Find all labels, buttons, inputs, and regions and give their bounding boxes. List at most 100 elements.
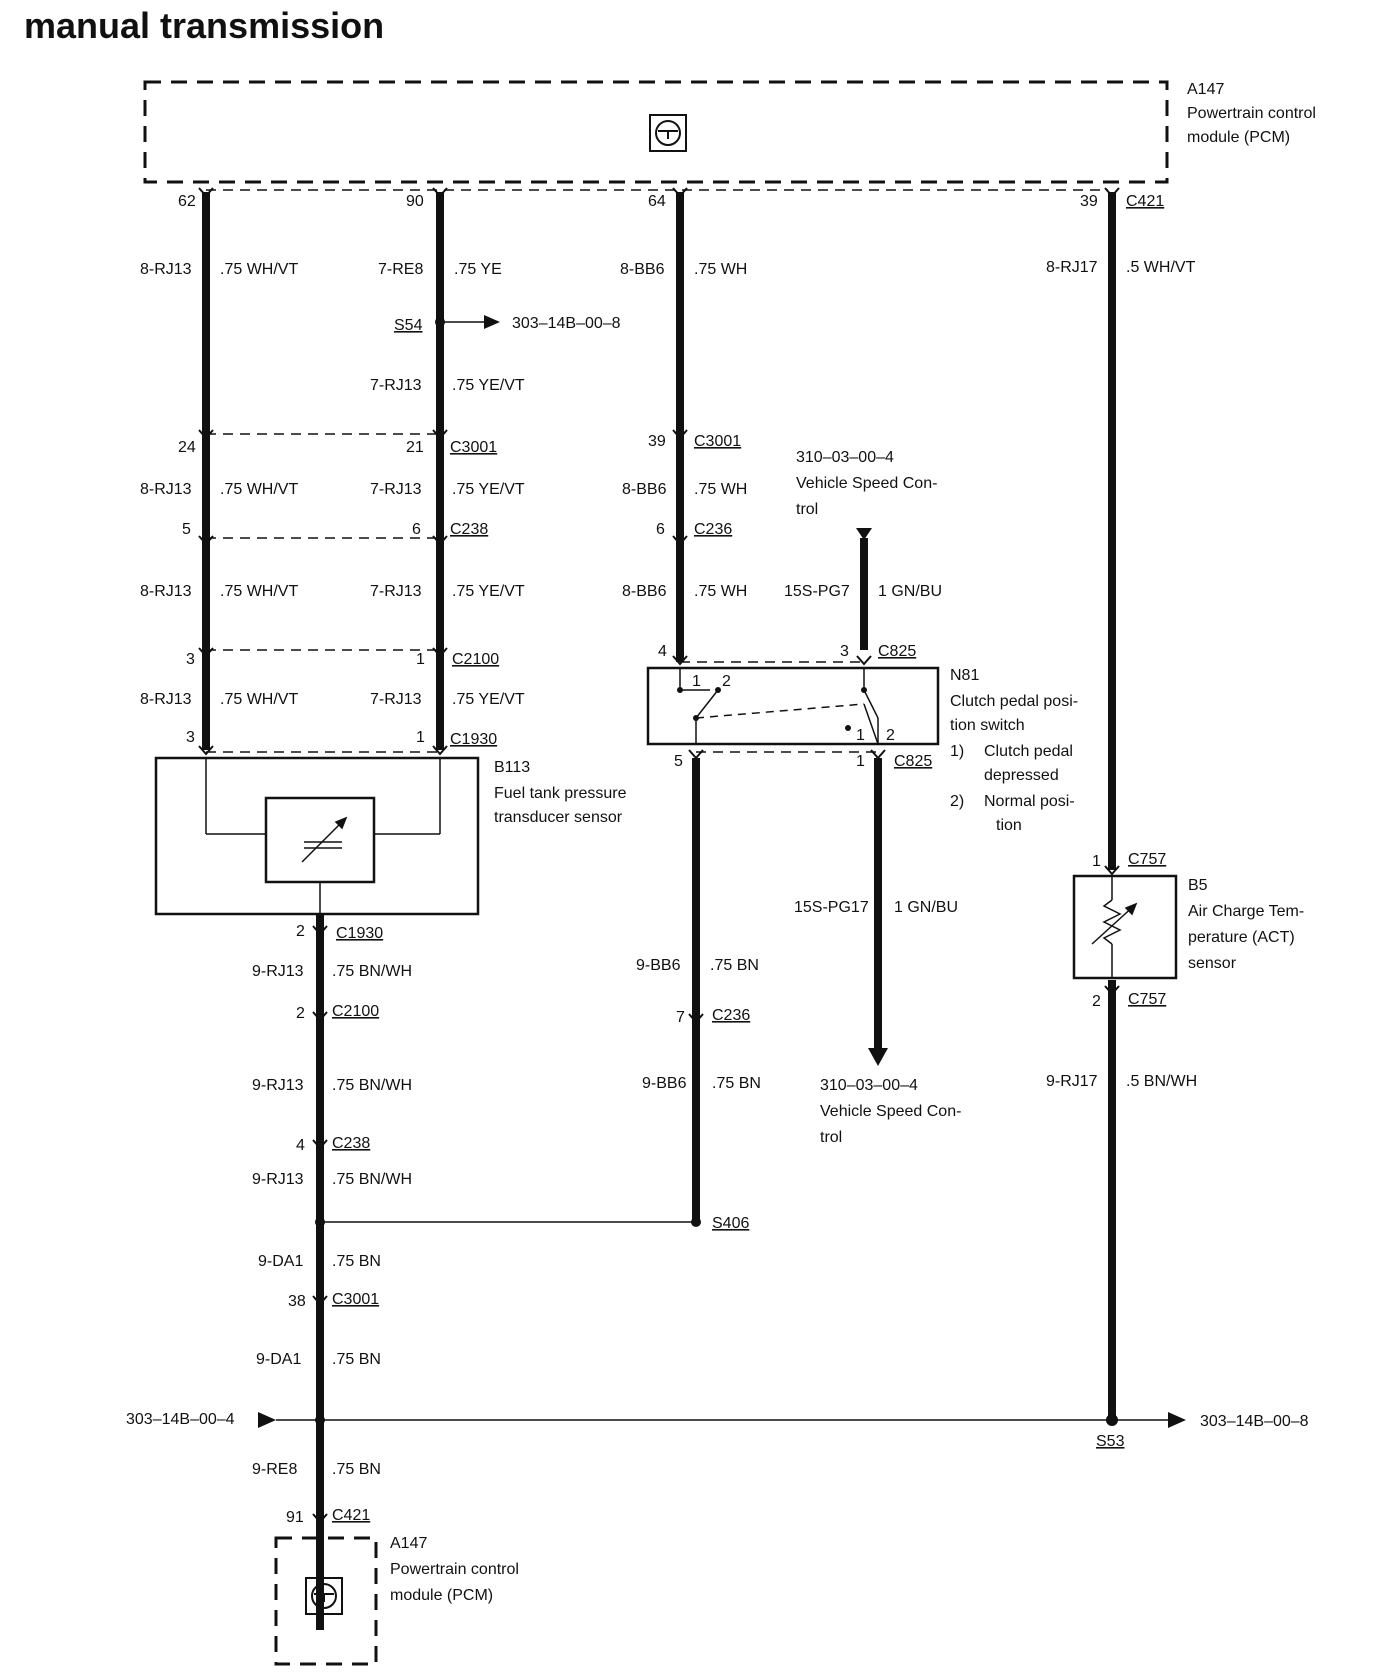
pin-7-c236: 7 (676, 1009, 685, 1026)
switch-contact-dot (861, 687, 867, 693)
pin-4-c238: 4 (296, 1137, 305, 1154)
connector-c2100-a: C2100 (452, 651, 499, 668)
wire-label: .75 WH (694, 583, 747, 600)
pin-62: 62 (178, 193, 196, 210)
pcm-top-id: A147 (1187, 81, 1224, 98)
wire-label: 8-RJ17 (1046, 259, 1098, 276)
b5-id: B5 (1188, 877, 1208, 894)
b113-name2: transducer sensor (494, 809, 623, 826)
ref-vsc-bottom-b: trol (820, 1129, 842, 1146)
wire-label: .75 BN/WH (332, 963, 412, 980)
pcm-top-name2: module (PCM) (1187, 129, 1290, 146)
wire-label: 8-RJ13 (140, 481, 192, 498)
wire-label: 9-RJ13 (252, 1077, 304, 1094)
ref-left: 303–14B–00–4 (126, 1411, 235, 1428)
wire-label: 9-RJ13 (252, 1171, 304, 1188)
pcm-bottom-name1: Powertrain control (390, 1561, 519, 1578)
b113-element (264, 796, 376, 884)
connector-c757-a: C757 (1128, 851, 1166, 868)
connector-c3001-c: C3001 (332, 1291, 379, 1308)
wire-label: 1 GN/BU (878, 583, 942, 600)
pin-91-c421: 91 (286, 1509, 304, 1526)
s54-ref-arrow-icon (484, 315, 500, 329)
ref-vsc-bottom: 310–03–00–4 (820, 1077, 918, 1094)
wire-label: 8-BB6 (622, 583, 667, 600)
switch-contact-dot (845, 725, 851, 731)
connector-c3001-a: C3001 (450, 439, 497, 456)
pin-1: 1 (416, 651, 425, 668)
pin-6: 6 (412, 521, 421, 538)
wire-label: 9-BB6 (636, 957, 681, 974)
pin-39-top: 39 (1080, 193, 1098, 210)
pin-3-c825: 3 (840, 643, 849, 660)
pin-2-c1930: 2 (296, 923, 305, 940)
connector-c825-a: C825 (878, 643, 916, 660)
wire-label: 9-DA1 (258, 1253, 303, 1270)
vsc-bottom-arrow-icon (868, 1048, 888, 1066)
n81-note1b: depressed (984, 767, 1059, 784)
pin-5-c825: 5 (674, 753, 683, 770)
connector-c1930-b: C1930 (336, 925, 383, 942)
pcm-bottom-symbol-icon (305, 1577, 343, 1615)
wire-label: .75 WH/VT (220, 481, 298, 498)
wire-label: 7-RJ13 (370, 691, 422, 708)
pcm-bottom-name2: module (PCM) (390, 1587, 493, 1604)
wire-label: .5 WH/VT (1126, 259, 1196, 276)
b113-id: B113 (494, 759, 530, 776)
switch-pos-1: 1 (692, 673, 701, 690)
ref-s54: 303–14B–00–8 (512, 315, 621, 332)
wire-label: .75 BN (332, 1351, 381, 1368)
connector-c236-b: C236 (712, 1007, 750, 1024)
n81-note2-num: 2) (950, 793, 964, 810)
connector-c757-b: C757 (1128, 991, 1166, 1008)
b5-name1: Air Charge Tem- (1188, 903, 1304, 920)
wire-label: 9-RJ13 (252, 963, 304, 980)
n81-name1: Clutch pedal posi- (950, 693, 1078, 710)
vsc-top-arrow-icon (856, 528, 872, 540)
pin-3-c1930: 3 (186, 729, 195, 746)
pcm-top-symbol-icon (649, 114, 687, 152)
switch-contact-dot (677, 687, 683, 693)
wire-label: 8-RJ13 (140, 691, 192, 708)
connector-c238-a: C238 (450, 521, 488, 538)
splice-s53-dot (1106, 1414, 1118, 1426)
wire-label: 9-DA1 (256, 1351, 301, 1368)
pin-2-c2100: 2 (296, 1005, 305, 1022)
ref-vsc-top-b: trol (796, 501, 818, 518)
splice-s54-dot (435, 317, 445, 327)
n81-note2b: tion (996, 817, 1022, 834)
pin-64: 64 (648, 193, 666, 210)
b113-name1: Fuel tank pressure (494, 785, 627, 802)
pin-1-c757: 1 (1092, 853, 1101, 870)
wire-label: .75 YE (454, 261, 502, 278)
pin-1-c825: 1 (856, 753, 865, 770)
pin-90: 90 (406, 193, 424, 210)
ref-vsc-top-a: Vehicle Speed Con- (796, 475, 937, 492)
wire-label: 8-RJ13 (140, 583, 192, 600)
switch-pos-2b: 2 (886, 727, 895, 744)
variable-resistor-icon (301, 816, 348, 863)
pcm-top-box (143, 80, 1169, 184)
pin-2-c757: 2 (1092, 993, 1101, 1010)
wire-label: 7-RJ13 (370, 481, 422, 498)
wire-label: .75 WH (694, 481, 747, 498)
clutch-switch-icon (679, 668, 879, 745)
splice-s54: S54 (394, 317, 423, 334)
wire-label: .75 WH/VT (220, 261, 298, 278)
wire-label: 7-RE8 (378, 261, 423, 278)
n81-name2: tion switch (950, 717, 1025, 734)
connector-c1930-a: C1930 (450, 731, 497, 748)
wire-label: 9-RE8 (252, 1461, 297, 1478)
ref-right-arrow-icon (1168, 1412, 1186, 1428)
ref-right: 303–14B–00–8 (1200, 1413, 1309, 1430)
b5-name2: perature (ACT) (1188, 929, 1295, 946)
pcm-bottom-id: A147 (390, 1535, 427, 1552)
n81-note1a: Clutch pedal (984, 743, 1073, 760)
wire-label: .75 YE/VT (452, 481, 525, 498)
wire-label: 8-BB6 (622, 481, 667, 498)
wire-label: .75 BN (332, 1253, 381, 1270)
pin-38-c3001: 38 (288, 1293, 306, 1310)
b5-name3: sensor (1188, 955, 1237, 972)
pin-39-c3001: 39 (648, 433, 666, 450)
